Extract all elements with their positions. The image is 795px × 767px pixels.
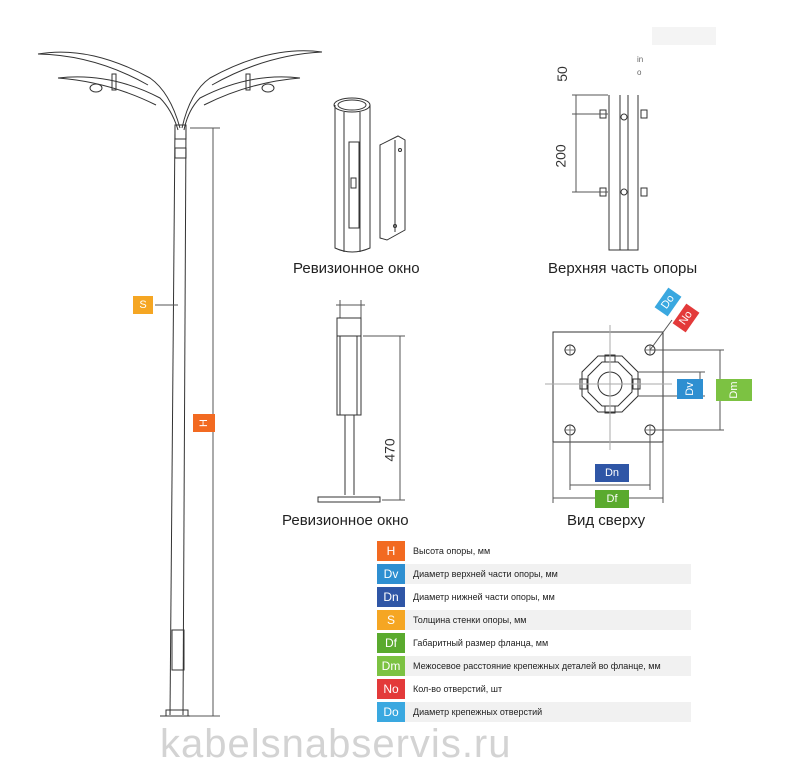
legend-code: S	[377, 610, 405, 630]
blank-box	[652, 27, 716, 45]
legend-code: Dv	[377, 564, 405, 584]
top-right-text-2: o	[637, 68, 642, 77]
legend-text: Габаритный размер фланца, мм	[413, 638, 549, 648]
dim-50: 50	[553, 66, 570, 82]
legend-text: Высота опоры, мм	[413, 546, 491, 556]
legend-text: Диаметр верхней части опоры, мм	[405, 564, 691, 584]
dim-200: 200	[552, 144, 569, 168]
flange-top-view	[545, 319, 724, 503]
badge-Df: Df	[595, 490, 629, 508]
legend-text: Кол-во отверстий, шт	[413, 684, 503, 694]
badge-H: H	[193, 414, 215, 432]
caption-revision-window-top: Ревизионное окно	[293, 260, 420, 277]
legend-text: Толщина стенки опоры, мм	[405, 610, 691, 630]
badge-S: S	[133, 296, 153, 314]
legend-code: Dm	[377, 656, 405, 676]
legend-code: Df	[377, 633, 405, 653]
badge-Dn: Dn	[595, 464, 629, 482]
badge-Dm: Dm	[716, 379, 752, 401]
legend-row: No Кол-во отверстий, шт	[377, 679, 691, 699]
legend-code: No	[377, 679, 405, 699]
upper-part-view	[572, 94, 648, 251]
legend-row: Df Габаритный размер фланца, мм	[377, 633, 691, 653]
legend-row: Dn Диаметр нижней части опоры, мм	[377, 587, 691, 607]
legend-text: Диаметр крепежных отверстий	[405, 702, 691, 722]
legend-code: H	[377, 541, 405, 561]
badge-Dv: Dv	[677, 379, 703, 399]
watermark: kabelsnabservis.ru	[160, 722, 512, 766]
revision-window-tube	[333, 97, 406, 253]
top-right-text-1: in	[637, 55, 644, 64]
legend-text: Межосевое расстояние крепежных деталей в…	[405, 656, 691, 676]
legend-code: Do	[377, 702, 405, 722]
legend-text: Диаметр нижней части опоры, мм	[413, 592, 555, 602]
caption-upper-part: Верхняя часть опоры	[548, 260, 698, 277]
dim-470: 470	[381, 438, 398, 462]
legend-code: Dn	[377, 587, 405, 607]
legend-row: H Высота опоры, мм	[377, 541, 691, 561]
caption-top-view: Вид сверху	[567, 512, 646, 529]
caption-revision-window-bottom: Ревизионное окно	[282, 512, 409, 529]
lamp-pole	[37, 50, 323, 717]
revision-window-section	[317, 300, 405, 503]
